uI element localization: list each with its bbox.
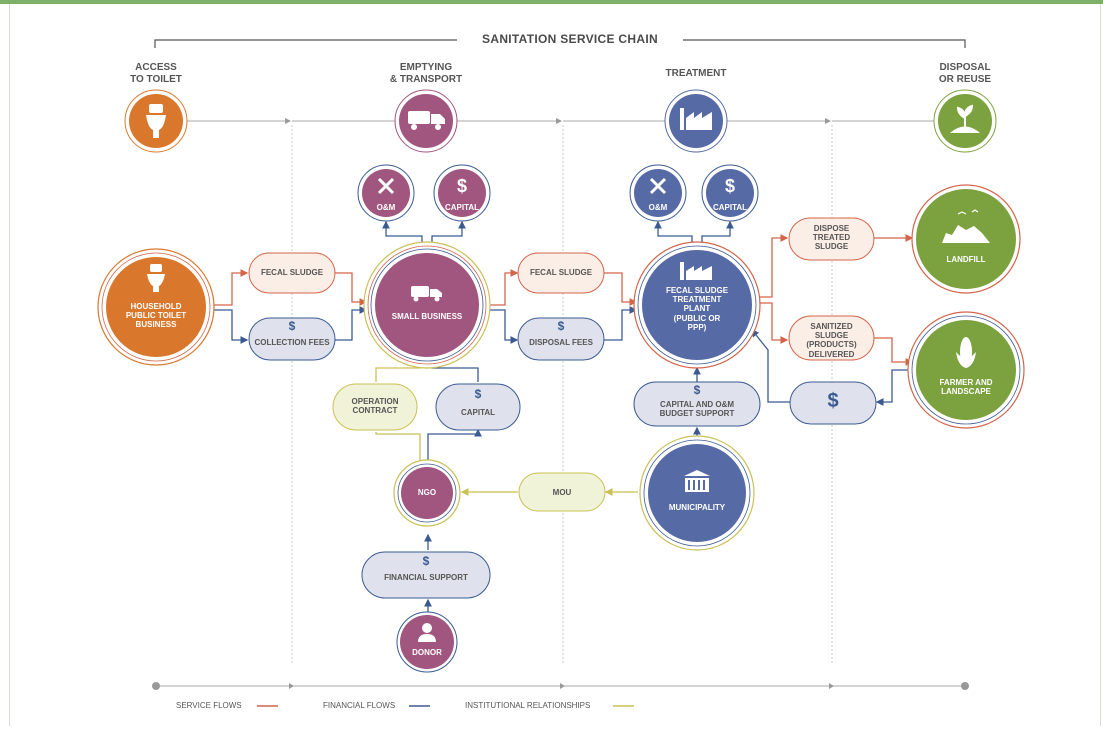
financial-support-label: FINANCIAL SUPPORT: [384, 573, 468, 582]
pill-collection-fees: [248, 317, 336, 361]
dollar-icon: $: [724, 176, 735, 196]
donor-label: DONOR: [412, 648, 442, 657]
pill-dispose-treated: [788, 217, 875, 261]
flow-small-business-to-fecal-sludge: [488, 269, 519, 306]
landfill-node-circle: [911, 184, 1021, 294]
pill-capital-budget: [633, 381, 761, 427]
donor-node-circle: [396, 611, 458, 673]
capital-label-1: CAPITAL: [444, 203, 480, 212]
capital-label-3: CAPITAL: [460, 408, 496, 417]
dollar-icon: $: [422, 554, 430, 568]
diagram-title: SANITATION SERVICE CHAIN: [457, 32, 683, 47]
flow-dollar-to-plant: [751, 328, 790, 403]
mou-label: MOU: [552, 488, 572, 497]
household-label: HOUSEHOLD PUBLIC TOILET BUSINESS: [125, 302, 187, 330]
flow-plant-to-sanitized: [758, 302, 789, 344]
dollar-icon: $: [693, 383, 701, 397]
pill-fecal-sludge-1: [248, 252, 336, 294]
flow-plant-to-dispose: [758, 234, 789, 298]
municipality-label: MUNICIPALITY: [668, 503, 726, 512]
small-business-label: SMALL BUSINESS: [391, 312, 463, 321]
ngo-node-circle: [393, 459, 461, 527]
flow-fecal-sludge-to-plant: [604, 272, 638, 306]
om-circle-2: [629, 164, 687, 222]
stage-icon-factory: [664, 89, 728, 153]
ngo-label: NGO: [417, 488, 437, 497]
flow-small-business-to-disposal-fees: [488, 309, 519, 344]
pill-sanitized-sludge: [788, 315, 875, 361]
sanitized-sludge-label: SANITIZED SLUDGE (PRODUCTS) DELIVERED: [806, 322, 857, 359]
flow-ngo-to-contract: [375, 432, 421, 466]
dollar-icon: $: [474, 387, 482, 401]
om-circle-1: [357, 164, 415, 222]
flow-collection-fees-to-small-business: [335, 306, 368, 341]
legend-financial-flows: FINANCIAL FLOWS: [323, 701, 396, 710]
farmer-label: FARMER AND LANDSCAPE: [939, 378, 993, 397]
stage-label-emptying: EMPTYING & TRANSPORT: [389, 62, 463, 85]
dispose-treated-label: DISPOSE TREATED SLUDGE: [812, 224, 851, 252]
fecal-sludge-label-1: FECAL SLUDGE: [260, 268, 324, 277]
pill-operation-contract: [332, 383, 418, 431]
top-accent-bar: [0, 0, 1103, 4]
pill-financial-support: [361, 551, 491, 599]
treatment-plant-label: FECAL SLUDGE TREATMENT PLANT (PUBLIC OR …: [665, 286, 729, 332]
flow-sanitized-to-farmer: [874, 337, 914, 366]
small-business-node-circle: [363, 241, 491, 369]
capital-circle-2: [701, 164, 759, 222]
pill-dollar: [789, 381, 877, 425]
collection-fees-label: COLLECTION FEES: [254, 338, 330, 347]
household-node-circle: [97, 248, 215, 366]
fecal-sludge-label-2: FECAL SLUDGE: [529, 268, 593, 277]
flow-ngo-to-capital3: [427, 428, 482, 466]
stage-label-access: ACCESS TO TOILET: [130, 62, 182, 85]
legend-service-flows: SERVICE FLOWS: [176, 701, 242, 710]
treatment-plant-node-circle: [633, 241, 761, 369]
flow-household-to-fecal-sludge: [214, 269, 249, 306]
farmer-node-circle: [907, 311, 1025, 429]
disposal-fees-label: DISPOSAL FEES: [529, 338, 593, 347]
om-label-2: O&M: [648, 203, 668, 212]
landfill-label: LANDFILL: [946, 255, 986, 264]
capital-label-2: CAPITAL: [712, 203, 748, 212]
pill-mou: [518, 472, 606, 512]
om-label-1: O&M: [376, 203, 396, 212]
flow-fecal-sludge-to-small-business: [335, 272, 368, 306]
dollar-icon: $: [456, 176, 467, 196]
legend-institutional-relationships: INSTITUTIONAL RELATIONSHIPS: [465, 701, 591, 710]
flow-household-to-collection-fees: [214, 309, 249, 344]
stage-icon-truck: [394, 89, 458, 153]
stage-label-treatment: TREATMENT: [665, 68, 727, 79]
dollar-icon: $: [288, 319, 296, 333]
dollar-icon: $: [557, 319, 565, 333]
capital-circle-1: [433, 164, 491, 222]
stage-label-disposal: DISPOSAL OR REUSE: [938, 62, 992, 85]
pill-fecal-sludge-2: [517, 252, 605, 294]
capital-budget-label: CAPITAL AND O&M BUDGET SUPPORT: [659, 400, 735, 419]
pill-capital-3: [435, 383, 521, 431]
stage-icon-toilet: [124, 89, 188, 153]
stage-icon-plant: [933, 89, 997, 153]
bottom-timeline: [152, 682, 969, 690]
flow-farmer-to-dollar: [875, 369, 912, 406]
pill-disposal-fees: [517, 317, 605, 361]
page-frame: [9, 4, 1101, 726]
flow-disposal-fees-to-plant: [604, 306, 638, 341]
operation-contract-label: OPERATION CONTRACT: [351, 397, 399, 416]
municipality-node-circle: [639, 435, 755, 551]
dollar-icon: $: [827, 390, 839, 412]
